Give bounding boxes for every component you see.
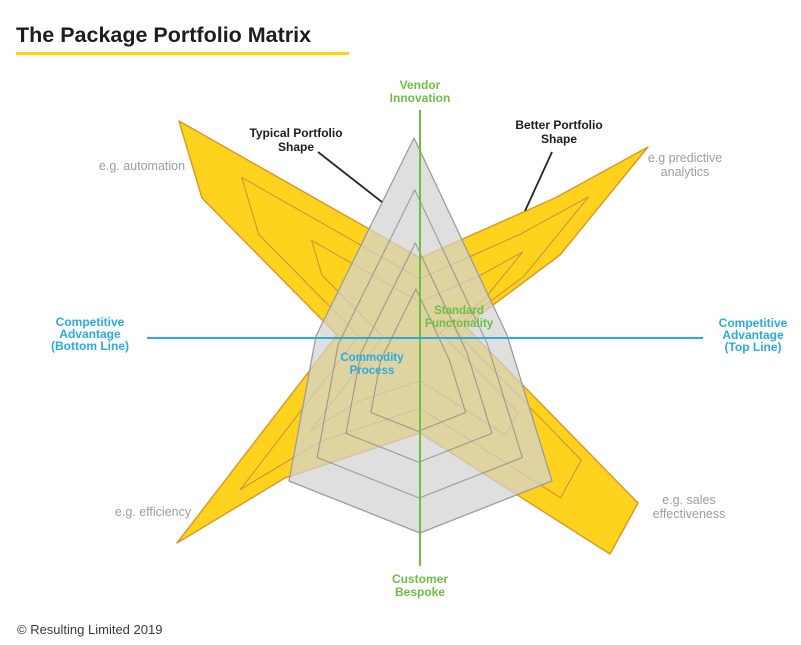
- example-label-predictive-line1: e.g predictive: [648, 151, 722, 165]
- example-label-sales-effectiveness: e.g. sales effectiveness: [653, 493, 726, 521]
- callout-typical-line1: Typical Portfolio: [249, 126, 342, 140]
- callout-typical-portfolio-shape: Typical Portfolio Shape: [249, 126, 342, 154]
- example-label-predictive-line2: analytics: [661, 165, 710, 179]
- zone-label-commodity-process: Commodity Process: [340, 352, 404, 377]
- callout-better-line2: Shape: [541, 132, 577, 146]
- zone-label-commodity-line1: Commodity: [340, 352, 404, 364]
- axis-label-bottom-line2: Bespoke: [395, 585, 445, 599]
- axis-label-right-line3: (Top Line): [724, 340, 781, 354]
- callout-typical-line2: Shape: [278, 140, 314, 154]
- axis-label-right-line2: Advantage: [722, 328, 784, 342]
- axis-label-competitive-advantage-bottom-line: Competitive Advantage (Bottom Line): [51, 315, 129, 353]
- zone-label-standard-functionality: Standard Functonality: [425, 305, 494, 330]
- axis-label-left-line2: Advantage: [59, 327, 121, 341]
- zone-label-commodity-line2: Process: [350, 365, 395, 377]
- axis-label-customer-bespoke: Customer Bespoke: [392, 572, 448, 599]
- copyright-notice: © Resulting Limited 2019: [17, 622, 162, 637]
- zone-label-standard-line1: Standard: [434, 305, 484, 317]
- example-label-sales-line1: e.g. sales: [662, 493, 716, 507]
- page-title: The Package Portfolio Matrix: [16, 23, 311, 47]
- axis-label-left-line3: (Bottom Line): [51, 339, 129, 353]
- example-label-efficiency: e.g. efficiency: [115, 505, 192, 519]
- axis-label-bottom-line1: Customer: [392, 572, 448, 586]
- callout-better-line1: Better Portfolio: [515, 118, 602, 132]
- example-label-predictive-analytics: e.g predictive analytics: [648, 151, 722, 179]
- better-shape-pointer-line: [524, 151, 553, 212]
- typical-portfolio-shape-inner-ring-2: [345, 242, 493, 463]
- typical-portfolio-shape-inner-ring-3: [370, 288, 467, 432]
- example-label-sales-line2: effectiveness: [653, 507, 726, 521]
- callout-better-portfolio-shape: Better Portfolio Shape: [515, 118, 602, 146]
- axis-label-top-line1: Vendor: [400, 78, 441, 92]
- axis-label-right-line1: Competitive: [719, 316, 788, 330]
- axis-label-left-line1: Competitive: [56, 315, 125, 329]
- zone-label-standard-line2: Functonality: [425, 318, 494, 330]
- axis-label-top-line2: Innovation: [390, 91, 451, 105]
- title-underline: [16, 52, 349, 56]
- example-label-automation: e.g. automation: [99, 159, 185, 173]
- typical-shape-pointer-line: [317, 151, 383, 203]
- axis-label-vendor-innovation: Vendor Innovation: [390, 78, 451, 105]
- axis-label-competitive-advantage-top-line: Competitive Advantage (Top Line): [719, 316, 788, 354]
